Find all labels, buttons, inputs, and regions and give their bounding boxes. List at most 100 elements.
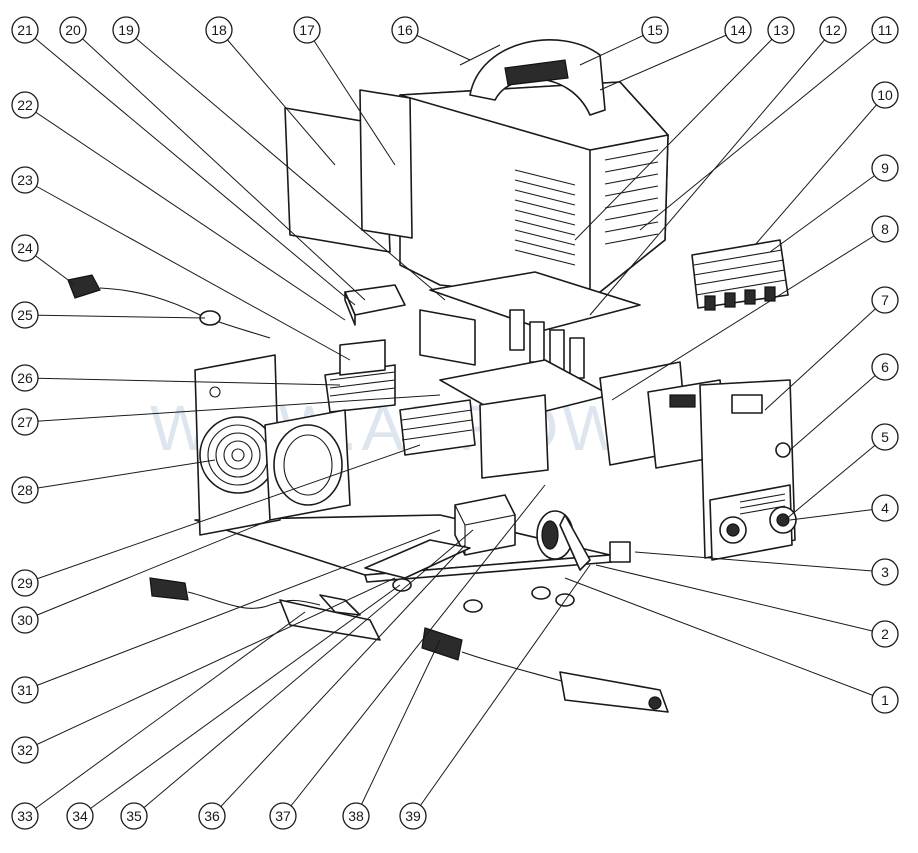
leader-line-5 <box>784 436 886 521</box>
callout-number-6: 6 <box>881 359 889 375</box>
leader-line-2 <box>595 564 886 635</box>
callout-7: 7 <box>871 286 899 314</box>
callout-number-36: 36 <box>204 808 220 824</box>
callout-1: 1 <box>871 686 899 714</box>
leader-line-37 <box>282 484 546 817</box>
cooling-fan <box>264 409 351 521</box>
leader-line-13 <box>574 29 782 241</box>
callout-number-30: 30 <box>17 612 33 628</box>
callout-number-11: 11 <box>878 22 893 38</box>
leader-line-33 <box>24 611 306 817</box>
callout-circle-19 <box>112 16 140 44</box>
callout-25: 25 <box>11 301 39 329</box>
callout-6: 6 <box>871 353 899 381</box>
callout-38: 38 <box>342 802 370 830</box>
leader-line-10 <box>754 94 886 246</box>
heatsink-center <box>399 399 476 456</box>
callout-circle-23 <box>11 166 39 194</box>
callout-circle-25 <box>11 301 39 329</box>
callout-number-15: 15 <box>647 22 663 38</box>
inductor-coil <box>536 510 631 571</box>
leader-line-31 <box>24 529 441 691</box>
callout-circle-10 <box>871 81 899 109</box>
callout-19: 19 <box>112 16 140 44</box>
carry-handle <box>459 39 606 116</box>
callout-number-39: 39 <box>405 808 421 824</box>
leader-lines <box>24 29 886 817</box>
callout-37: 37 <box>269 802 297 830</box>
callout-circle-29 <box>11 569 39 597</box>
callout-31: 31 <box>11 676 39 704</box>
callout-circle-34 <box>66 802 94 830</box>
callout-circle-14 <box>724 16 752 44</box>
callout-number-24: 24 <box>17 240 33 256</box>
leader-line-15 <box>579 29 656 66</box>
leader-line-18 <box>218 29 336 166</box>
callout-number-1: 1 <box>881 692 889 708</box>
callout-number-31: 31 <box>17 682 33 698</box>
callout-circle-26 <box>11 364 39 392</box>
callout-20: 20 <box>59 16 87 44</box>
callout-circle-6 <box>871 353 899 381</box>
leader-line-35 <box>133 529 474 817</box>
callout-circle-38 <box>342 802 370 830</box>
callout-circle-16 <box>391 16 419 44</box>
callout-number-13: 13 <box>773 22 789 38</box>
callout-number-2: 2 <box>881 626 889 642</box>
heatsink-right <box>691 239 789 311</box>
power-cord <box>67 274 271 339</box>
callout-number-9: 9 <box>881 160 889 176</box>
callout-8: 8 <box>871 215 899 243</box>
callout-circle-7 <box>871 286 899 314</box>
callout-number-34: 34 <box>72 808 88 824</box>
callout-36: 36 <box>198 802 226 830</box>
callout-number-22: 22 <box>17 97 33 113</box>
callout-circle-2 <box>871 620 899 648</box>
callout-18: 18 <box>205 16 233 44</box>
callout-circle-18 <box>205 16 233 44</box>
callout-number-18: 18 <box>211 22 227 38</box>
leader-line-20 <box>72 29 366 301</box>
callout-circle-17 <box>293 16 321 44</box>
inner-plate <box>439 359 611 479</box>
callout-circle-8 <box>871 215 899 243</box>
callout-circle-35 <box>120 802 148 830</box>
callout-3: 3 <box>871 558 899 586</box>
callout-12: 12 <box>819 16 847 44</box>
leader-line-9 <box>769 167 886 253</box>
leader-line-19 <box>125 29 446 301</box>
transformer <box>454 494 516 556</box>
callout-number-21: 21 <box>17 22 33 38</box>
callout-number-33: 33 <box>17 808 33 824</box>
callout-number-37: 37 <box>275 808 291 824</box>
callout-number-4: 4 <box>881 500 889 516</box>
leader-line-36 <box>211 544 466 817</box>
callout-circle-24 <box>11 234 39 262</box>
leader-line-14 <box>599 29 739 91</box>
relay-module <box>344 284 406 326</box>
callout-23: 23 <box>11 166 39 194</box>
leader-line-23 <box>24 179 351 361</box>
callout-circle-4 <box>871 494 899 522</box>
callout-32: 32 <box>11 736 39 764</box>
callout-number-32: 32 <box>17 742 33 758</box>
housing-vents-right <box>604 149 659 245</box>
callout-labels: 1234567891011121314151617181920212223242… <box>11 16 899 830</box>
callout-circle-9 <box>871 154 899 182</box>
leader-line-22 <box>24 104 346 321</box>
leader-line-8 <box>611 228 886 401</box>
callout-circle-22 <box>11 91 39 119</box>
callout-number-17: 17 <box>299 22 315 38</box>
callout-11: 11 <box>871 16 899 44</box>
callout-number-38: 38 <box>348 808 364 824</box>
callout-circle-15 <box>641 16 669 44</box>
callout-10: 10 <box>871 81 899 109</box>
leader-line-38 <box>355 639 441 817</box>
callout-number-28: 28 <box>17 482 33 498</box>
callout-number-26: 26 <box>17 370 33 386</box>
callout-circle-1 <box>871 686 899 714</box>
callout-35: 35 <box>120 802 148 830</box>
callout-number-19: 19 <box>118 22 134 38</box>
leader-line-25 <box>24 314 206 319</box>
